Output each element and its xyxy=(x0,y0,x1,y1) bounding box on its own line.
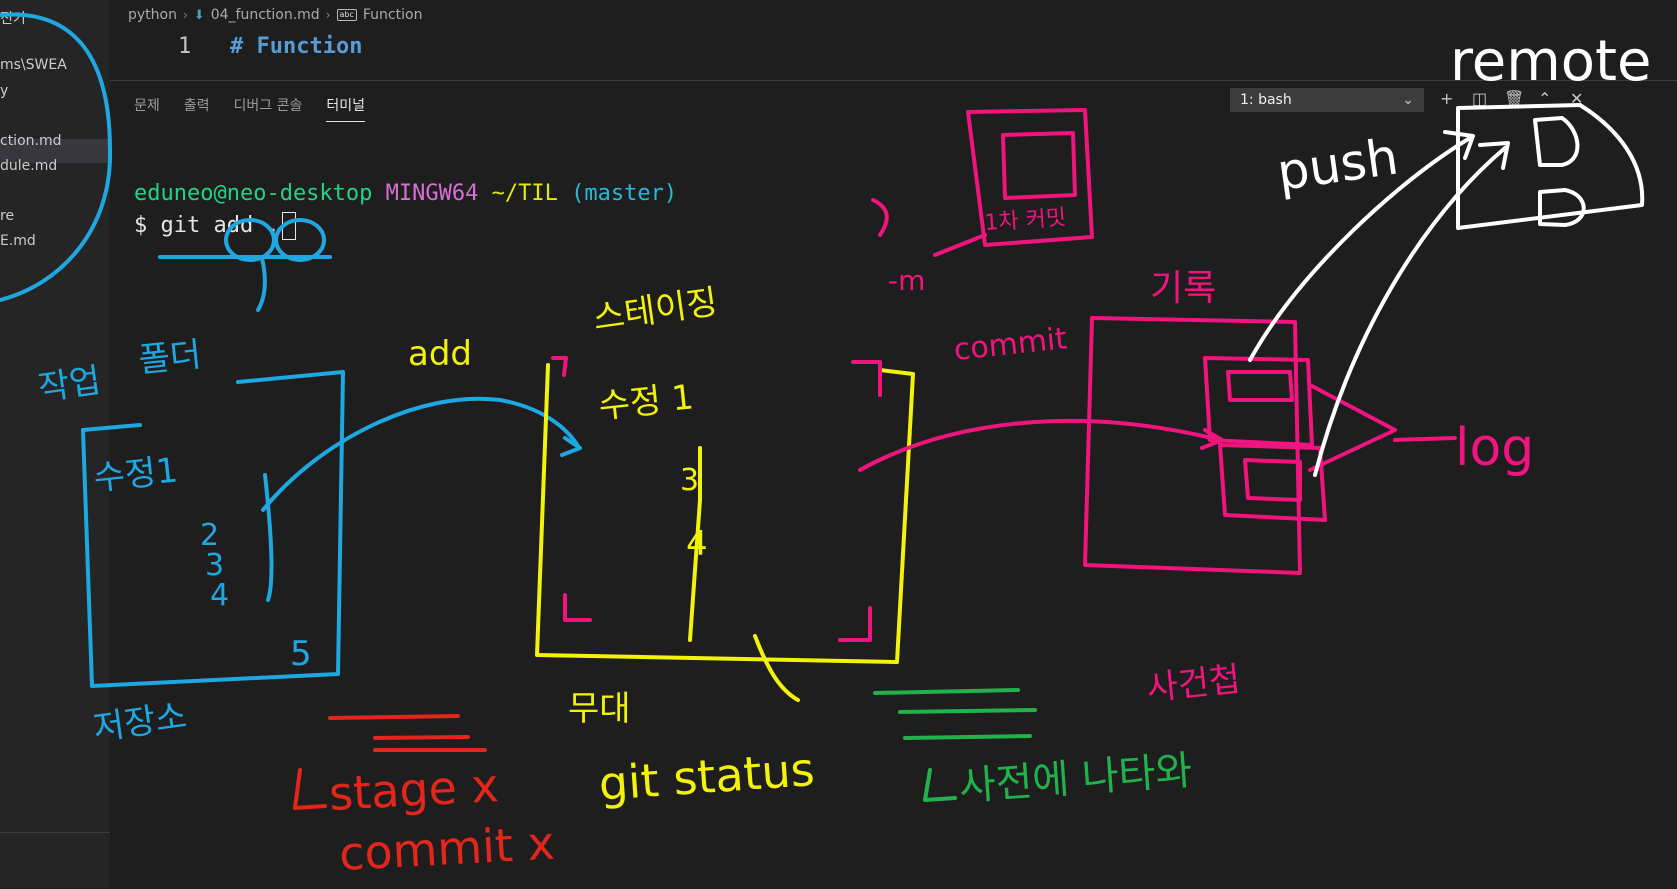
close-icon[interactable]: ✕ xyxy=(1570,89,1584,108)
terminal-system: MINGW64 xyxy=(385,181,479,206)
tab-terminal[interactable]: 터미널 xyxy=(326,95,366,122)
new-terminal-icon[interactable]: + xyxy=(1440,89,1454,108)
trash-icon[interactable]: 🗑 xyxy=(1504,89,1525,108)
terminal-select[interactable]: 1: bash ⌄ xyxy=(1230,88,1424,112)
terminal-command-line[interactable]: $ git add . xyxy=(134,212,296,240)
chevron-up-icon[interactable]: ⌃ xyxy=(1538,89,1552,108)
terminal-user-host: eduneo@neo-desktop xyxy=(134,181,373,206)
explorer-item[interactable]: re xyxy=(0,208,15,224)
terminal-cursor xyxy=(281,212,296,240)
tab-problems[interactable]: 문제 xyxy=(134,98,160,114)
terminal-prompt-line: eduneo@neo-desktop MINGW64 ~/TIL (master… xyxy=(134,181,677,206)
symbol-string-icon: abc xyxy=(336,9,357,21)
markdown-file-icon: ⬇ xyxy=(193,7,205,23)
sidebar-divider xyxy=(0,832,110,833)
tab-output[interactable]: 출력 xyxy=(183,98,210,114)
terminal-path: ~/TIL xyxy=(491,181,558,206)
explorer-sidebar: 진기 ms\SWEA y ction.md dule.md re E.md xyxy=(0,0,110,888)
panel-tabs: 문제 출력 디버그 콘솔 터미널 xyxy=(134,95,366,122)
explorer-item-active[interactable]: ction.md xyxy=(0,133,62,149)
code-line[interactable]: # Function xyxy=(230,34,363,59)
tab-debug-console[interactable]: 디버그 콘솔 xyxy=(233,98,303,114)
terminal-command: git add . xyxy=(160,213,280,238)
explorer-item[interactable]: ms\SWEA xyxy=(0,57,67,73)
chevron-right-icon: › xyxy=(325,8,331,22)
breadcrumb-file[interactable]: 04_function.md xyxy=(210,7,320,23)
bottom-panel: 문제 출력 디버그 콘솔 터미널 1: bash ⌄ + ◫ 🗑 ⌃ ✕ edu… xyxy=(110,80,1677,889)
split-terminal-icon[interactable]: ◫ xyxy=(1472,89,1488,108)
breadcrumb-symbol[interactable]: Function xyxy=(362,7,423,23)
line-number: 1 xyxy=(178,34,192,59)
terminal-prompt-symbol: $ xyxy=(134,213,148,238)
explorer-item[interactable]: y xyxy=(0,83,9,99)
chevron-down-icon: ⌄ xyxy=(1402,92,1414,108)
explorer-item[interactable]: 진기 xyxy=(0,11,26,27)
breadcrumb: python › ⬇ 04_function.md › abc Function xyxy=(128,7,422,23)
chevron-right-icon: › xyxy=(182,8,188,22)
explorer-item[interactable]: E.md xyxy=(0,233,36,249)
explorer-item[interactable]: dule.md xyxy=(0,158,58,174)
breadcrumb-folder[interactable]: python xyxy=(128,7,177,23)
terminal-select-value: 1: bash xyxy=(1240,92,1292,108)
terminal-branch: (master) xyxy=(571,181,678,206)
